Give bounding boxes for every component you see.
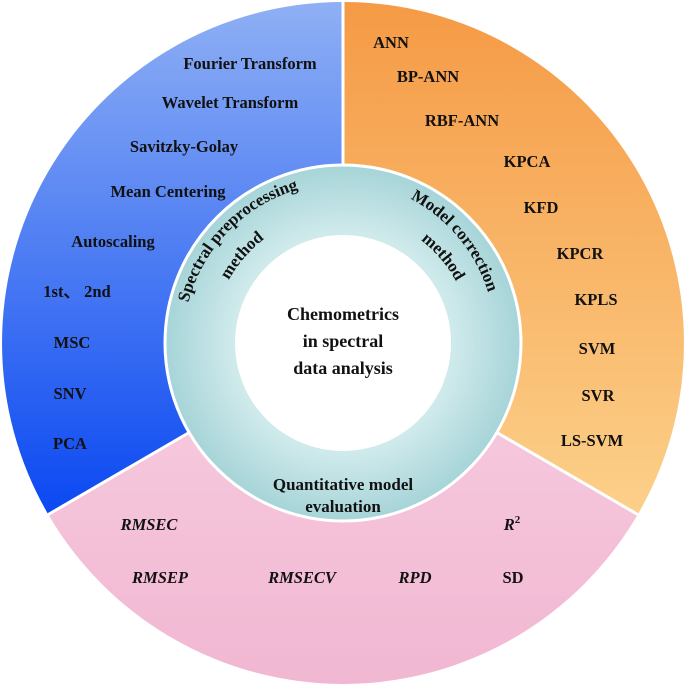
model-method-item: RBF-ANN <box>425 111 499 130</box>
model-method-item: KPLS <box>574 290 617 309</box>
metric-r2-base: R <box>503 515 515 534</box>
model-method-item: ANN <box>373 33 409 52</box>
quant-eval-label-1: Quantitative model <box>273 475 414 494</box>
model-method-item: KPCR <box>557 244 605 263</box>
spectral-method-item: Fourier Transform <box>183 54 317 73</box>
metric-rmsecv: RMSECV <box>267 568 338 587</box>
model-method-item: SVR <box>581 386 615 405</box>
model-method-item: LS-SVM <box>561 431 624 450</box>
metric-rmsep: RMSEP <box>131 568 189 587</box>
spectral-method-item: Mean Centering <box>110 182 226 201</box>
center-line-3: data analysis <box>293 358 393 378</box>
spectral-methods-list: Fourier Transform Wavelet Transform Savi… <box>43 54 317 453</box>
metric-r2-sup: 2 <box>515 514 521 526</box>
quant-eval-label-2: evaluation <box>305 497 381 516</box>
spectral-method-item: Wavelet Transform <box>162 93 299 112</box>
metric-rpd: RPD <box>398 568 432 587</box>
spectral-method-item: PCA <box>53 434 87 453</box>
spectral-method-item: MSC <box>54 333 91 352</box>
model-method-item: KFD <box>524 198 559 217</box>
spectral-method-item: 1st、 2nd <box>43 282 110 301</box>
center-title: Chemometrics in spectral data analysis <box>287 304 399 378</box>
metric-r2: R2 <box>503 514 521 534</box>
spectral-method-item: Savitzky-Golay <box>130 137 239 156</box>
spectral-method-item: Autoscaling <box>71 232 155 251</box>
center-line-2: in spectral <box>303 331 384 351</box>
model-method-item: BP-ANN <box>397 67 459 86</box>
center-disc <box>235 235 451 451</box>
model-method-item: KPCA <box>504 152 551 171</box>
metric-sd: SD <box>502 568 523 587</box>
model-method-item: SVM <box>579 339 616 358</box>
center-line-1: Chemometrics <box>287 304 399 324</box>
model-methods-list: ANN BP-ANN RBF-ANN KPCA KFD KPCR KPLS SV… <box>373 33 623 450</box>
evaluation-metrics: RMSEC RMSEP RMSECV RPD R2 SD <box>120 514 524 587</box>
metric-rmsec: RMSEC <box>120 515 179 534</box>
spectral-method-item: SNV <box>53 384 86 403</box>
